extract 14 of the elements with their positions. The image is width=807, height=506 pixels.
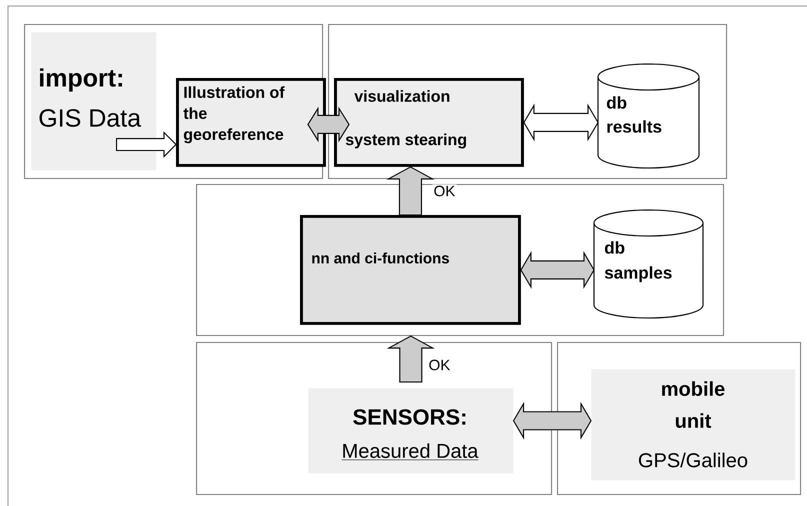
database-cylinder: db samples: [593, 209, 704, 319]
block-arrow: [520, 251, 595, 289]
text-panel: import: GIS Data: [31, 32, 156, 170]
text-panel: SENSORS: Measured Data: [308, 388, 514, 474]
process-box: Illustration of the georeference: [176, 78, 326, 167]
block-arrow: [307, 106, 350, 142]
text-panel: mobile unit GPS/Galileo: [591, 369, 796, 480]
block-arrow: [386, 166, 435, 216]
block-arrow: [523, 104, 599, 142]
block-arrow: [386, 335, 435, 383]
block-arrow: [116, 131, 177, 158]
process-box: nn and ci-functions: [300, 215, 521, 325]
database-cylinder: db results: [597, 63, 700, 169]
process-box: visualization system stearing: [334, 78, 524, 167]
